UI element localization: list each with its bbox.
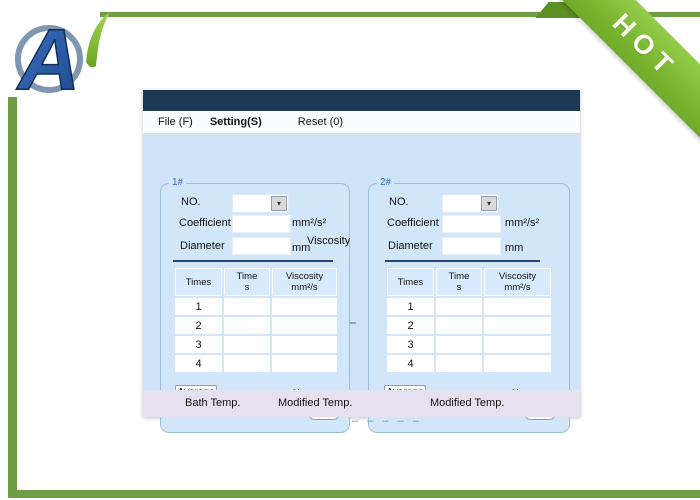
th-viscosity: Viscosity mm²/s bbox=[484, 268, 551, 296]
no-combobox[interactable]: ▾ bbox=[442, 194, 499, 213]
menu-bar: File (F) Setting(S) Reset (0) bbox=[143, 111, 580, 133]
table-row: 1 bbox=[387, 298, 551, 315]
frame-left-bar bbox=[8, 97, 17, 498]
cell-time bbox=[224, 355, 270, 372]
cell-time bbox=[436, 298, 482, 315]
panel-1-group-label: 1# bbox=[169, 177, 187, 188]
dropdown-arrow-icon[interactable]: ▾ bbox=[481, 196, 497, 211]
panel-gap-dash bbox=[349, 322, 356, 324]
th-times: Times bbox=[175, 268, 222, 296]
menu-item-reset[interactable]: Reset (0) bbox=[297, 116, 344, 128]
field-separator bbox=[173, 260, 333, 262]
coefficient-label: Coefficient bbox=[387, 217, 439, 229]
modified-temp-label: Modified Temp. bbox=[278, 397, 353, 409]
measurement-table-1: Times Time s Viscosity mm²/s 1 2 3 bbox=[173, 266, 339, 374]
frame-top-bar bbox=[100, 12, 700, 17]
th-viscosity: Viscosity mm²/s bbox=[272, 268, 337, 296]
cell-viscosity bbox=[484, 336, 551, 353]
coefficient-unit: mm²/s² bbox=[292, 217, 327, 229]
cell-times: 1 bbox=[175, 298, 222, 315]
cell-times: 4 bbox=[387, 355, 434, 372]
cell-time bbox=[436, 317, 482, 334]
cell-time bbox=[224, 336, 270, 353]
cell-times: 4 bbox=[175, 355, 222, 372]
cell-viscosity bbox=[484, 298, 551, 315]
coefficient-label: Coefficient bbox=[179, 217, 231, 229]
diameter-label: Diameter bbox=[388, 240, 433, 252]
measurement-table-2: Times Time s Viscosity mm²/s 1 2 3 bbox=[385, 266, 553, 374]
cell-times: 2 bbox=[387, 317, 434, 334]
field-separator bbox=[385, 260, 540, 262]
app-window: Kinematic Viscosity Tester File (F) Sett… bbox=[143, 90, 580, 433]
bath-temp-label: Bath Temp. bbox=[185, 397, 241, 409]
title-bar: Kinematic Viscosity Tester bbox=[143, 90, 580, 127]
table-row: 1 bbox=[175, 298, 337, 315]
pagination-dashes: – – – – – bbox=[352, 415, 422, 427]
table-row: 2 bbox=[387, 317, 551, 334]
coefficient-unit: mm²/s² bbox=[505, 217, 540, 229]
cell-time bbox=[436, 355, 482, 372]
table-row: 2 bbox=[175, 317, 337, 334]
th-time-s: Time s bbox=[436, 268, 482, 296]
cell-viscosity bbox=[272, 336, 337, 353]
diameter-unit: mm bbox=[292, 242, 311, 254]
cell-viscosity bbox=[484, 355, 551, 372]
cell-viscosity bbox=[272, 355, 337, 372]
hot-ribbon-label: HOT bbox=[607, 7, 684, 84]
dropdown-arrow-icon[interactable]: ▾ bbox=[271, 196, 287, 211]
frame-bottom-bar bbox=[8, 490, 700, 498]
table-row: 3 bbox=[387, 336, 551, 353]
viscosity-label: Viscosity bbox=[307, 235, 351, 247]
no-label: NO. bbox=[181, 196, 201, 208]
coefficient-input[interactable] bbox=[232, 215, 291, 233]
diameter-input[interactable] bbox=[232, 237, 291, 255]
cell-times: 3 bbox=[387, 336, 434, 353]
cell-time bbox=[436, 336, 482, 353]
table-row: 4 bbox=[387, 355, 551, 372]
cell-times: 2 bbox=[175, 317, 222, 334]
cell-viscosity bbox=[272, 298, 337, 315]
cell-viscosity bbox=[484, 317, 551, 334]
cell-viscosity bbox=[272, 317, 337, 334]
th-time-s: Time s bbox=[224, 268, 270, 296]
no-label: NO. bbox=[389, 196, 409, 208]
cell-times: 3 bbox=[175, 336, 222, 353]
diameter-input[interactable] bbox=[442, 237, 501, 255]
diameter-unit: mm bbox=[505, 242, 524, 254]
brand-logo: A bbox=[15, 11, 110, 96]
logo-letter: A bbox=[16, 12, 80, 96]
logo-circle bbox=[15, 25, 83, 93]
table-row: 3 bbox=[175, 336, 337, 353]
panel-2-group-label: 2# bbox=[377, 177, 395, 188]
logo-leaf-icon bbox=[86, 12, 110, 68]
diameter-label: Diameter bbox=[180, 240, 225, 252]
client-area: 1# NO. ▾ Coefficient mm²/s² Diameter mm … bbox=[143, 133, 580, 433]
menu-item-file[interactable]: File (F) bbox=[158, 116, 193, 128]
modified-temp-label: Modified Temp. bbox=[430, 397, 505, 409]
coefficient-input[interactable] bbox=[442, 215, 501, 233]
cell-time bbox=[224, 298, 270, 315]
no-combobox[interactable]: ▾ bbox=[232, 194, 289, 213]
footer-bar: Bath Temp. Modified Temp. Modified Temp. bbox=[143, 390, 580, 417]
cell-time bbox=[224, 317, 270, 334]
menu-item-setting[interactable]: Setting(S) bbox=[209, 116, 262, 128]
table-row: 4 bbox=[175, 355, 337, 372]
cell-times: 1 bbox=[387, 298, 434, 315]
th-times: Times bbox=[387, 268, 434, 296]
